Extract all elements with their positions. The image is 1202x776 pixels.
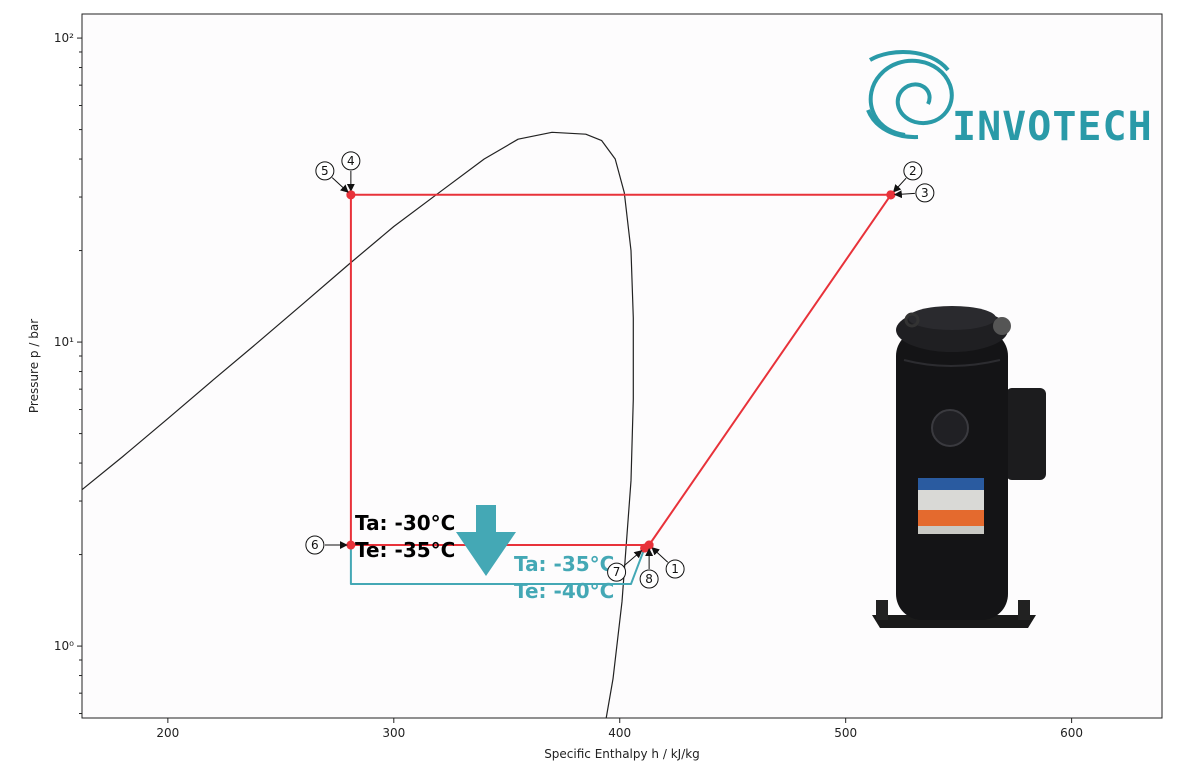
logo-text: INVOTECH bbox=[952, 104, 1153, 150]
x-tick-label: 200 bbox=[156, 726, 179, 740]
state-point-label: 4 bbox=[347, 154, 355, 168]
y-axis-ticks: 10⁰ 10¹ 10² bbox=[54, 31, 82, 715]
state-point-badge bbox=[903, 161, 923, 181]
state-point-badge bbox=[341, 151, 361, 171]
state-point-label: 1 bbox=[671, 562, 679, 576]
state-point-label: 5 bbox=[321, 164, 329, 178]
state-point-pointer bbox=[893, 190, 915, 199]
y-axis-label: Pressure p / bar bbox=[27, 319, 41, 413]
state-point-pointer bbox=[651, 547, 669, 563]
state-point-badge bbox=[305, 535, 325, 555]
y-tick-label: 10² bbox=[54, 31, 74, 45]
x-axis-label: Specific Enthalpy h / kJ/kg bbox=[544, 747, 700, 761]
state-point-label: 8 bbox=[645, 572, 653, 586]
y-tick-label: 10¹ bbox=[54, 335, 74, 349]
x-axis-ticks: 200 300 400 500 600 bbox=[156, 718, 1083, 740]
state-point-marker bbox=[886, 190, 896, 200]
state-point-label: 7 bbox=[613, 565, 621, 579]
state-point-label: 6 bbox=[311, 538, 319, 552]
state-point-badge bbox=[915, 183, 935, 203]
state-point-badge bbox=[639, 569, 659, 589]
state-point-pointer bbox=[331, 177, 349, 193]
te-cold-label: Te: -35°C bbox=[355, 538, 455, 562]
state-point-marker bbox=[346, 540, 356, 550]
ta-cold-label: Ta: -30°C bbox=[355, 511, 455, 535]
x-tick-label: 600 bbox=[1060, 726, 1083, 740]
x-tick-label: 400 bbox=[608, 726, 631, 740]
saturation-dome bbox=[81, 131, 634, 719]
state-point-label: 2 bbox=[909, 164, 917, 178]
state-point-pointer bbox=[623, 550, 643, 566]
x-tick-label: 500 bbox=[834, 726, 857, 740]
y-tick-label: 10⁰ bbox=[54, 639, 74, 653]
lowered-evaporation-line bbox=[349, 545, 646, 585]
te-colder-label: Te: -40°C bbox=[514, 579, 614, 603]
swirl-logo-icon bbox=[866, 50, 954, 140]
down-arrow-icon bbox=[456, 505, 516, 576]
compressor-image bbox=[872, 306, 1046, 628]
ta-colder-label: Ta: -35°C bbox=[514, 552, 614, 576]
state-point-pointer bbox=[892, 177, 907, 193]
x-tick-label: 300 bbox=[382, 726, 405, 740]
state-point-badge bbox=[665, 559, 685, 579]
state-point-badge bbox=[315, 161, 335, 181]
state-point-label: 3 bbox=[921, 186, 929, 200]
state-point-marker bbox=[644, 540, 654, 550]
state-point-badge bbox=[607, 562, 627, 582]
